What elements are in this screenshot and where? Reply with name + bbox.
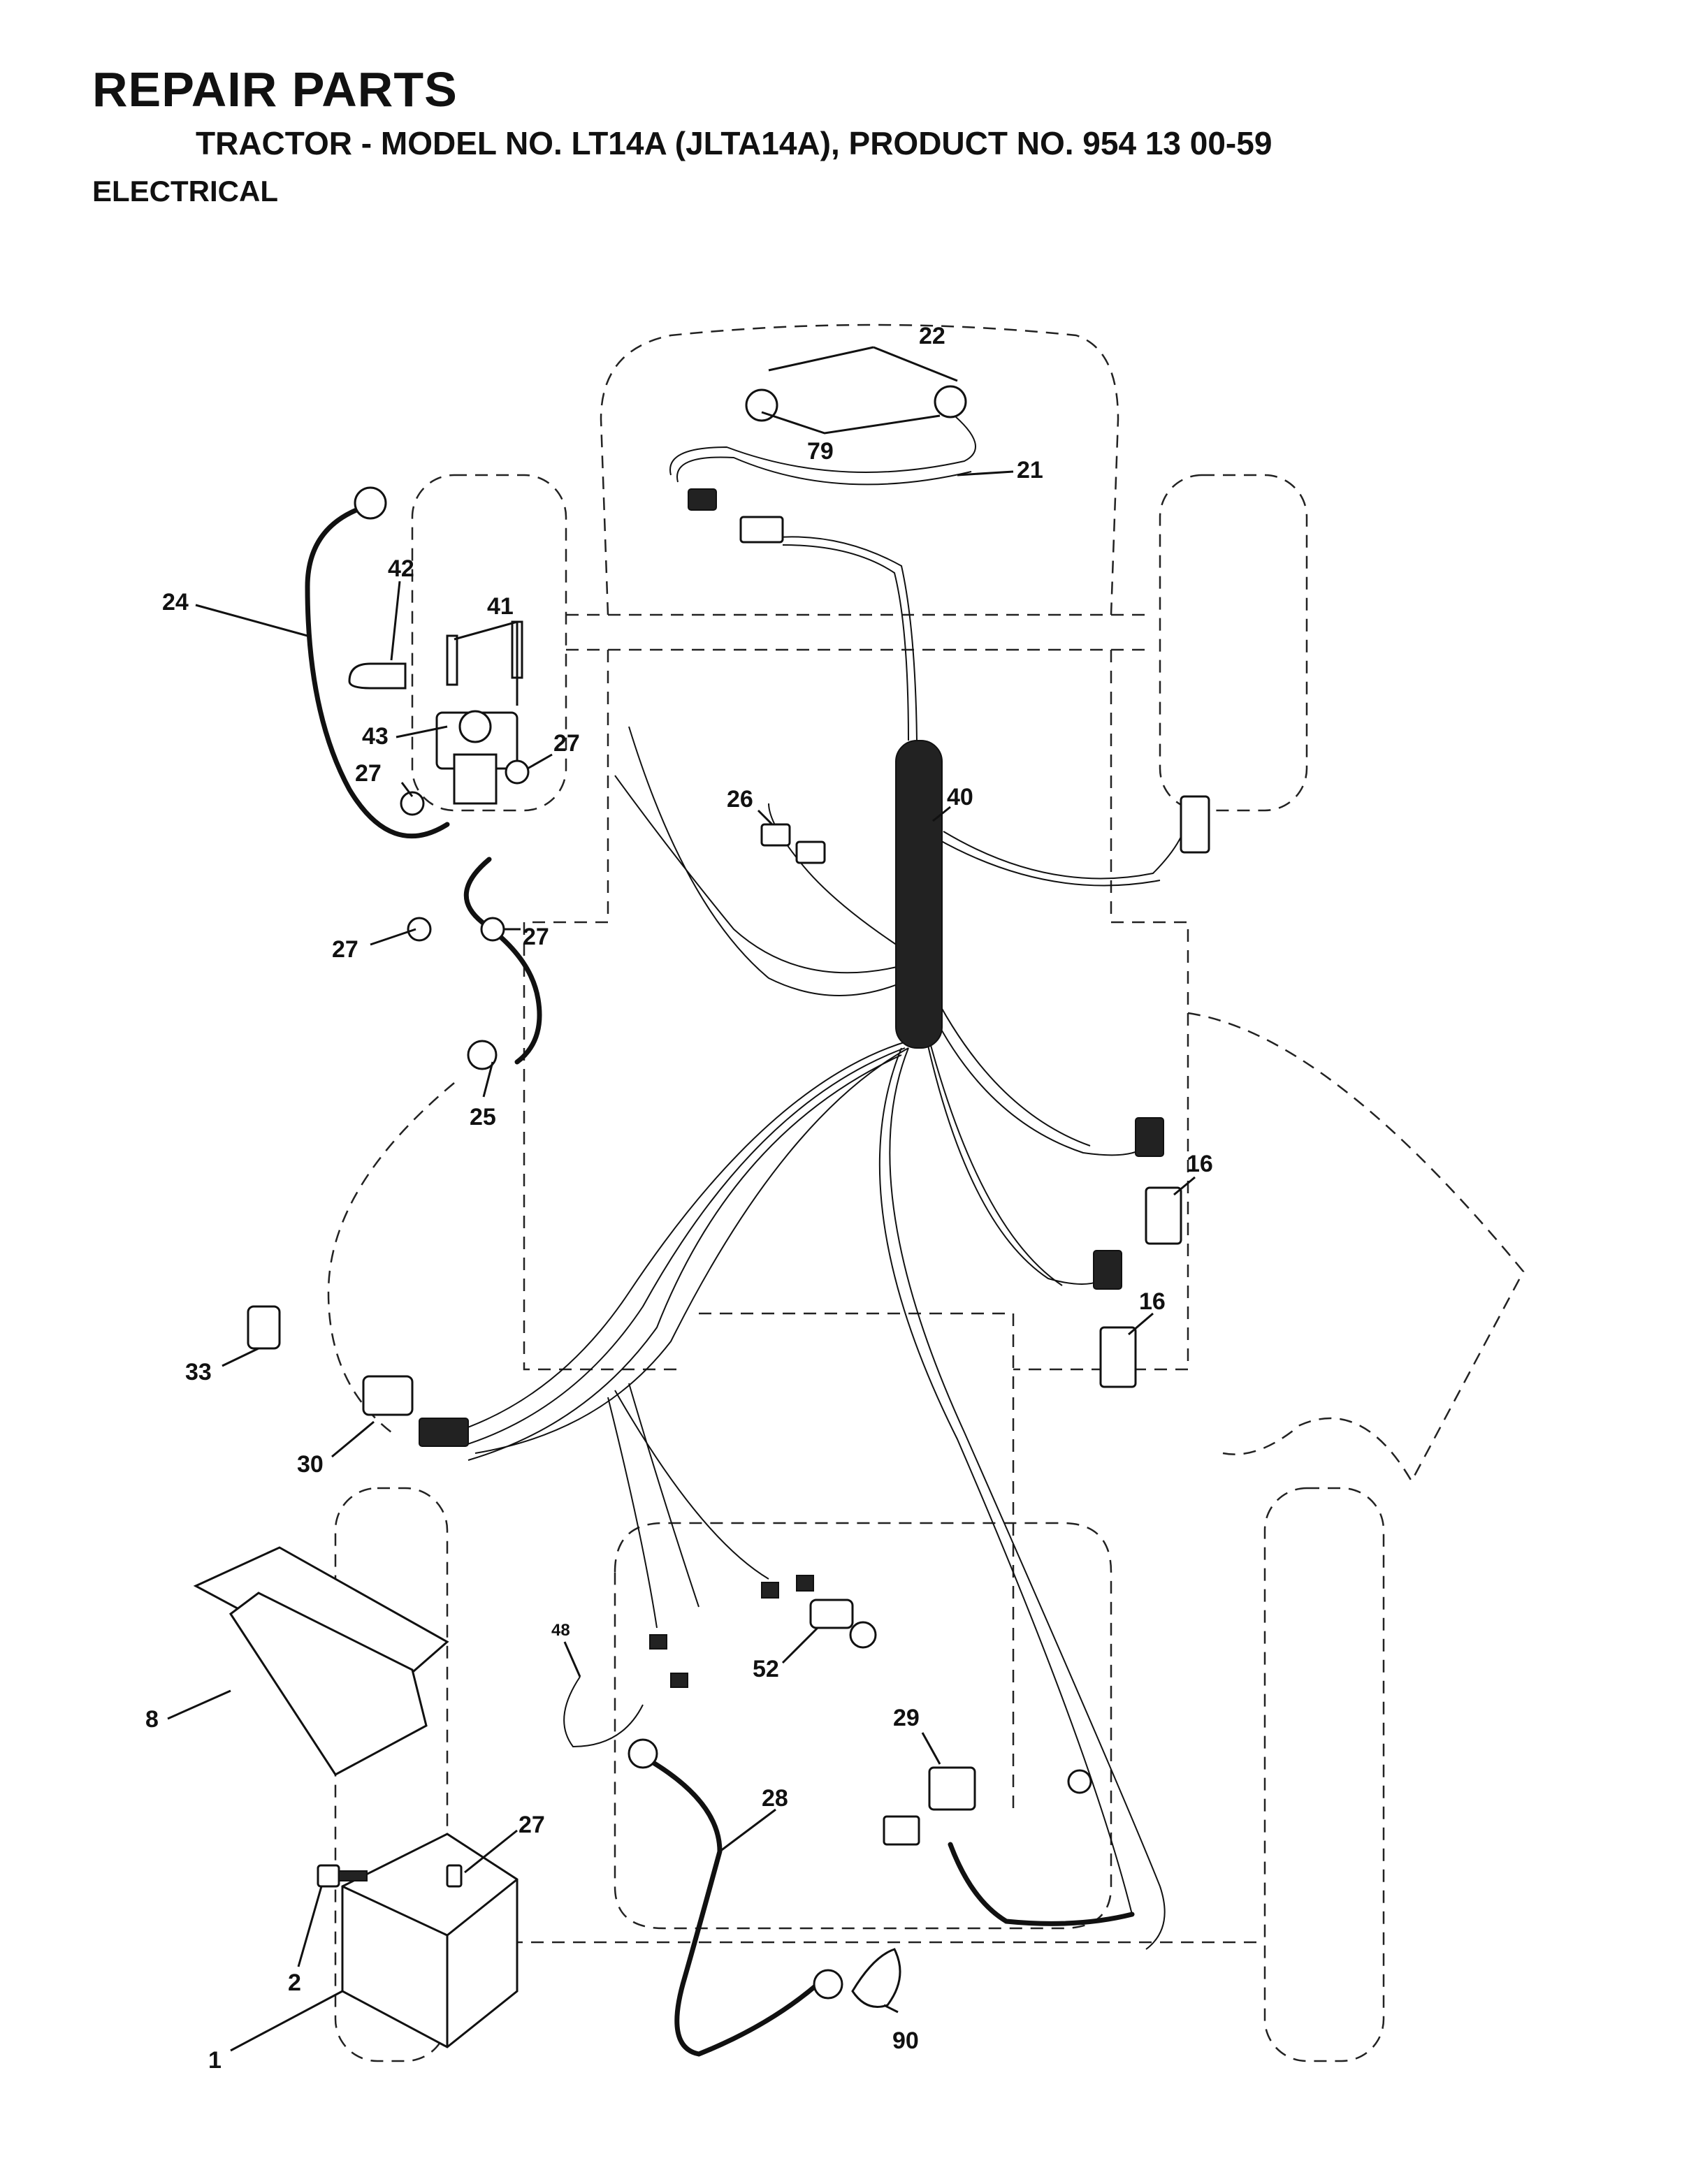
battery-1 xyxy=(317,1833,519,2048)
ground-cable-24 xyxy=(305,507,450,839)
callout-30: 30 xyxy=(297,1451,324,1478)
fuse-52 xyxy=(761,1575,877,1649)
right-harness-connector xyxy=(1180,795,1210,854)
callout-21: 21 xyxy=(1017,457,1043,483)
leader-lines xyxy=(167,346,1196,2052)
callout-28: 28 xyxy=(762,1785,788,1812)
nut-27-d xyxy=(480,917,505,942)
callout-16-b: 16 xyxy=(1139,1288,1166,1315)
switch-29 xyxy=(883,1766,1135,1926)
section-heading: ELECTRICAL xyxy=(92,175,278,208)
battery-cable-28 xyxy=(647,1758,820,2057)
connector-48 xyxy=(563,1634,688,1748)
terminal-boot-90 xyxy=(851,1948,901,2008)
hood-outline xyxy=(600,323,1119,616)
front-right-wheel-outline xyxy=(1159,474,1308,812)
switch-16-a xyxy=(1135,1117,1182,1245)
callout-40: 40 xyxy=(947,784,973,810)
callout-29: 29 xyxy=(893,1705,920,1731)
callout-43: 43 xyxy=(362,723,389,750)
ignition-switch-30 xyxy=(362,1375,469,1447)
callout-48: 48 xyxy=(551,1621,570,1640)
callout-27-e: 27 xyxy=(519,1812,545,1838)
wiring-harness xyxy=(454,536,1189,1950)
rear-right-wheel-outline xyxy=(1263,1487,1385,2062)
callout-1: 1 xyxy=(208,2047,222,2074)
harness-coil-40 xyxy=(895,740,943,1049)
callout-52: 52 xyxy=(753,1656,779,1682)
callout-24: 24 xyxy=(162,589,189,616)
callout-27-d: 27 xyxy=(523,924,549,950)
connector-26 xyxy=(760,823,826,864)
nut-27-a xyxy=(400,791,425,816)
callout-79: 79 xyxy=(807,438,834,465)
ignition-key-33 xyxy=(247,1305,281,1350)
switch-16-b xyxy=(1093,1250,1137,1388)
fender-outline xyxy=(1187,1012,1525,1483)
front-left-wheel-outline xyxy=(411,474,567,812)
callout-41: 41 xyxy=(487,593,514,620)
callout-2: 2 xyxy=(288,1970,301,1996)
callout-27-a: 27 xyxy=(355,760,382,787)
callout-42: 42 xyxy=(388,555,414,582)
nut-27-c xyxy=(407,917,432,942)
seat-outline xyxy=(614,1522,1112,1930)
callout-27-c: 27 xyxy=(332,936,358,963)
callout-22: 22 xyxy=(919,323,945,349)
callout-25: 25 xyxy=(470,1104,496,1130)
callout-26: 26 xyxy=(727,786,753,813)
front-axle-outline xyxy=(566,613,1153,651)
callout-27-b: 27 xyxy=(553,730,580,757)
nut-27-b xyxy=(505,759,530,785)
tractor-outline xyxy=(327,323,1525,2062)
headlight-assembly xyxy=(669,385,976,544)
engine-outline xyxy=(327,1082,455,1433)
frame-left-outline xyxy=(523,650,685,1371)
battery-box-8 xyxy=(193,1546,449,1776)
cable-25 xyxy=(463,857,542,1065)
page-title: REPAIR PARTS xyxy=(92,62,458,117)
callout-8: 8 xyxy=(145,1706,159,1733)
frame-center-outline xyxy=(699,1312,1015,1817)
page-subtitle: TRACTOR - MODEL NO. LT14A (JLTA14A), PRO… xyxy=(196,125,1273,161)
callout-33: 33 xyxy=(185,1359,212,1385)
callout-16-a: 16 xyxy=(1187,1151,1213,1177)
solenoid-43 xyxy=(348,620,523,805)
callout-90: 90 xyxy=(892,2028,919,2054)
callout-labels: 22 79 21 42 41 24 43 27 27 27 27 26 40 2… xyxy=(145,323,1213,2074)
